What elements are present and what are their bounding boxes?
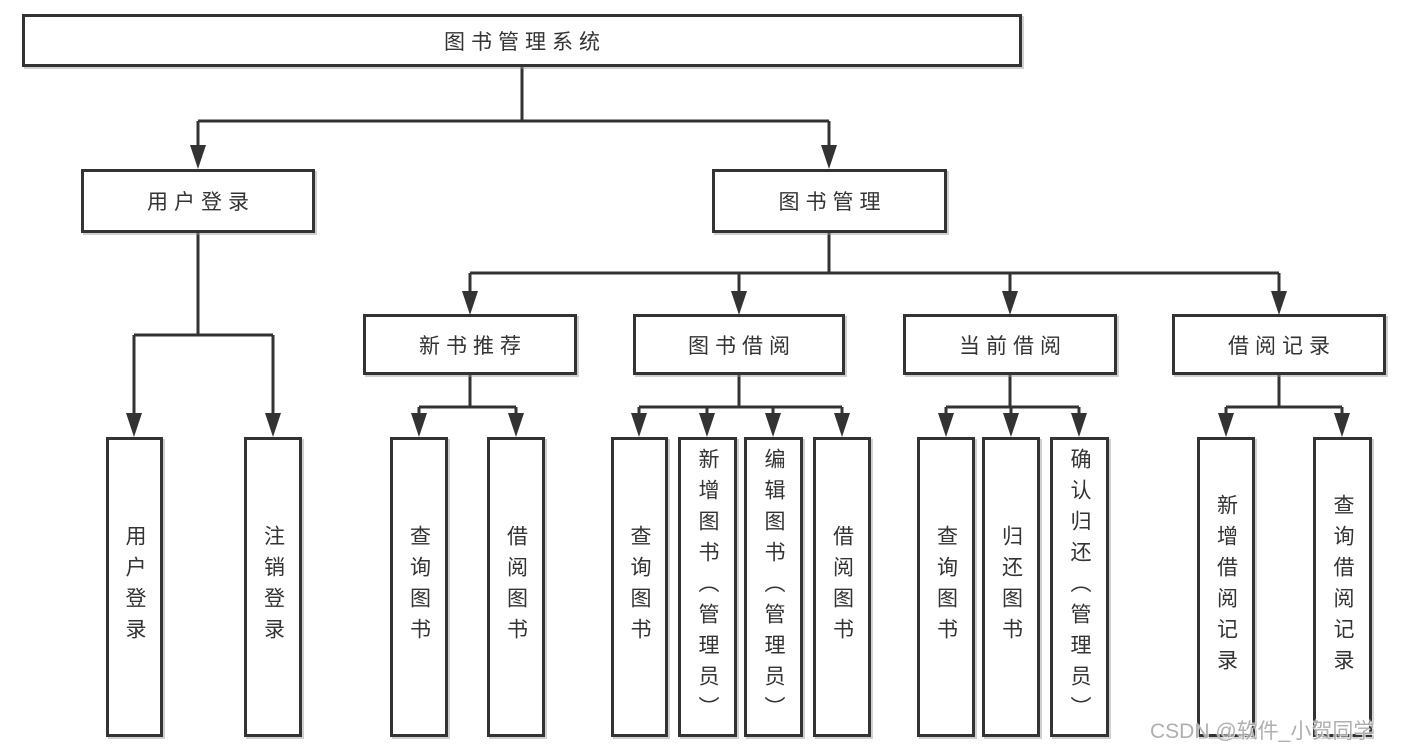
connector-bookborrow-to-leaves [637, 375, 844, 415]
arrowhead [1334, 413, 1350, 437]
leaf-edit-book-admin-label: 编辑图书（管理员） [762, 447, 785, 727]
arrowhead [1271, 291, 1287, 315]
leaf-user-login-label: 用户登录 [123, 525, 146, 649]
leaf-query-book-borrow-label: 查询图书 [628, 525, 651, 649]
leaf-query-book-borrow: 查询图书 [611, 437, 668, 737]
node-new-book-recommend-label: 新书推荐 [419, 334, 527, 358]
arrowhead [265, 413, 281, 437]
node-library-system-label: 图书管理系统 [444, 30, 606, 54]
connector-root-to-level2 [196, 67, 831, 147]
node-user-login-label: 用户登录 [147, 191, 255, 214]
leaf-confirm-return-admin: 确认归还（管理员） [1050, 437, 1109, 737]
leaf-add-borrow-record-label: 新增借阅记录 [1214, 494, 1238, 680]
leaf-query-borrow-record: 查询借阅记录 [1313, 437, 1372, 737]
arrowhead [1218, 413, 1234, 437]
node-current-borrow-label: 当前借阅 [959, 334, 1067, 358]
leaf-query-book-current: 查询图书 [917, 437, 975, 737]
leaf-edit-book-admin: 编辑图书（管理员） [744, 437, 803, 737]
node-book-management-label: 图书管理 [778, 191, 887, 214]
arrowhead [1002, 291, 1018, 315]
arrowhead [1071, 413, 1087, 437]
leaf-query-borrow-record-label: 查询借阅记录 [1331, 494, 1354, 680]
arrowhead [631, 413, 647, 437]
leaf-add-book-admin: 新增图书（管理员） [678, 437, 737, 737]
arrowhead [765, 413, 781, 437]
leaf-confirm-return-admin-label: 确认归还（管理员） [1068, 447, 1091, 727]
leaf-query-book-newrec: 查询图书 [390, 437, 448, 737]
leaf-query-book-current-label: 查询图书 [934, 525, 958, 649]
arrowhead [508, 413, 524, 437]
node-current-borrow: 当前借阅 [903, 314, 1117, 375]
arrowhead [699, 413, 715, 437]
node-borrow-records-label: 借阅记录 [1228, 334, 1336, 358]
arrowhead [731, 291, 747, 315]
arrowhead [462, 291, 478, 315]
connector-newbook-to-leaves [417, 375, 518, 415]
connector-currentborrow-to-leaves [944, 375, 1081, 415]
connector-userlogin-to-leaves [132, 233, 275, 415]
leaf-logout: 注销登录 [244, 437, 302, 737]
node-user-login: 用户登录 [81, 169, 315, 233]
arrowhead [834, 413, 850, 437]
arrowhead [411, 413, 427, 437]
leaf-borrow-book-borrow: 借阅图书 [813, 437, 871, 737]
arrowhead [190, 145, 206, 169]
leaf-borrow-book-newrec-label: 借阅图书 [504, 525, 528, 649]
leaf-return-book-label: 归还图书 [999, 525, 1023, 649]
node-borrow-records: 借阅记录 [1172, 314, 1386, 375]
arrowhead [821, 145, 837, 169]
leaf-add-book-admin-label: 新增图书（管理员） [696, 447, 719, 727]
arrowhead [938, 413, 954, 437]
leaf-borrow-book-borrow-label: 借阅图书 [830, 525, 854, 649]
leaf-user-login: 用户登录 [106, 437, 163, 737]
leaf-return-book: 归还图书 [982, 437, 1040, 737]
arrowhead [1003, 413, 1019, 437]
node-book-borrow-label: 图书借阅 [688, 334, 796, 358]
leaf-add-borrow-record: 新增借阅记录 [1197, 437, 1255, 737]
node-new-book-recommend: 新书推荐 [363, 314, 577, 375]
csdn-watermark: CSDN @软件_小贺同学 [1150, 720, 1375, 743]
node-book-borrow: 图书借阅 [633, 314, 845, 375]
leaf-borrow-book-newrec: 借阅图书 [487, 437, 545, 737]
connector-records-to-leaves [1224, 375, 1344, 415]
connector-bookmgmt-to-level3 [468, 233, 1281, 293]
arrowhead [126, 413, 142, 437]
leaf-logout-label: 注销登录 [261, 525, 285, 649]
node-library-system: 图书管理系统 [22, 14, 1022, 67]
leaf-query-book-newrec-label: 查询图书 [407, 525, 431, 649]
node-book-management: 图书管理 [712, 169, 947, 233]
